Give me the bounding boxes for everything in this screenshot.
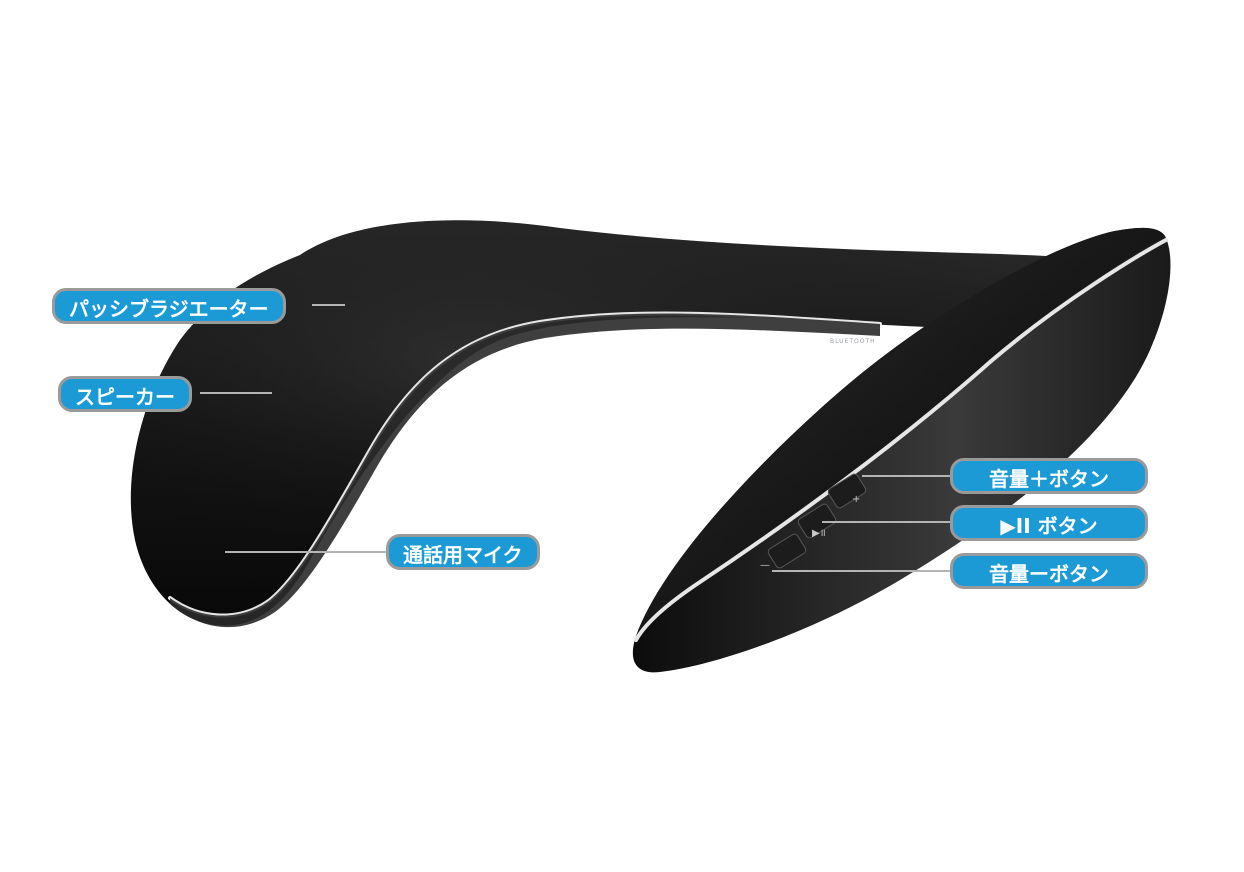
callout-call-mic: 通話用マイク: [386, 534, 540, 570]
callout-volume-up-button: 音量＋ボタン: [950, 458, 1148, 494]
control-buttons: + ▶॥ —: [760, 473, 867, 571]
volume-down-button-shape[interactable]: [767, 533, 807, 570]
callout-volume-down-button: 音量ーボタン: [950, 553, 1148, 589]
outer-trim-line: [634, 238, 1168, 642]
volume-up-button-shape[interactable]: [827, 473, 867, 510]
callout-passive-radiator: パッシブラジエーター: [52, 288, 286, 324]
neckband-right-arm: BLUETOOTH: [632, 227, 1171, 673]
callout-speaker: スピーカー: [58, 376, 192, 412]
play-pause-button-shape[interactable]: [797, 503, 837, 540]
callout-play-pause-button: ▶II ボタン: [950, 505, 1148, 541]
plus-glyph: +: [852, 494, 860, 505]
leader-lines: [200, 304, 950, 572]
play-pause-glyph: ▶॥: [812, 528, 826, 539]
brand-mark: BLUETOOTH: [830, 338, 876, 345]
minus-glyph: —: [760, 560, 770, 571]
